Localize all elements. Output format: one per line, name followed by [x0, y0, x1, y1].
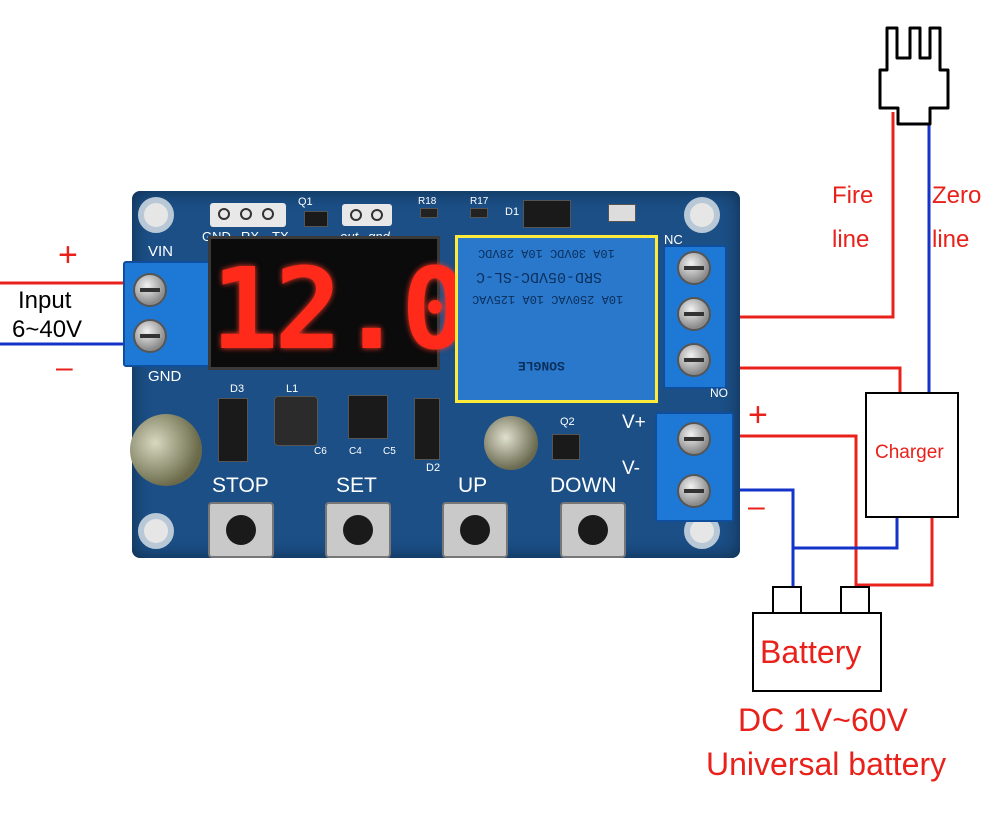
mounting-hole	[138, 197, 174, 233]
charger-label: Charger	[875, 442, 944, 463]
d2-diode	[414, 398, 440, 460]
fire-line-label-1: Fire	[832, 182, 874, 209]
charger-box: Charger	[865, 392, 959, 518]
serial-header	[210, 203, 286, 227]
vin-label: VIN	[148, 243, 174, 260]
screw-icon	[677, 297, 711, 331]
q1-transistor	[304, 211, 328, 227]
set-label: SET	[336, 474, 377, 497]
input-terminal-block	[123, 261, 213, 367]
mains-plug-icon	[878, 26, 950, 126]
ic-chip	[348, 395, 388, 439]
c4-label: C4	[349, 446, 362, 457]
capacitor	[130, 414, 202, 486]
relay-to-charger-wire	[700, 366, 902, 393]
zero-line-label-1: Zero	[932, 182, 982, 209]
screw-icon	[677, 343, 711, 377]
input-label: Input	[18, 287, 72, 314]
input-plus-sign: +	[58, 236, 78, 274]
vminus-label: V-	[622, 458, 640, 479]
led	[608, 204, 636, 222]
stop-label: STOP	[212, 474, 269, 497]
no-label: NO	[710, 386, 728, 400]
screw-icon	[677, 474, 711, 508]
battery-terminal-plus	[840, 586, 870, 614]
d3-label: D3	[230, 383, 245, 395]
set-button[interactable]	[325, 502, 391, 558]
fire-line-label-2: line	[832, 226, 870, 253]
relay-rating-2: 10A 30VDC 10A 28VDC	[478, 246, 615, 260]
stop-button[interactable]	[208, 502, 274, 558]
r17-label: R17	[470, 196, 489, 207]
gnd-label: GND	[148, 368, 182, 385]
charger-plus-wire	[856, 518, 934, 587]
zero-line-label-2: line	[932, 226, 970, 253]
output-header	[342, 204, 392, 226]
led-display: 12.0	[208, 236, 469, 375]
output-plus-sign: +	[748, 396, 768, 434]
q2-transistor	[552, 434, 580, 460]
d3-diode	[218, 398, 248, 462]
screw-icon	[677, 422, 711, 456]
q1-label: Q1	[298, 196, 313, 208]
output-terminal-block	[655, 412, 734, 522]
buzzer	[484, 416, 538, 470]
down-label: DOWN	[550, 474, 617, 497]
mounting-hole	[138, 513, 174, 549]
vminus-wire	[735, 488, 795, 587]
q2-label: Q2	[560, 416, 575, 428]
screw-icon	[677, 251, 711, 285]
charger-minus-wire	[793, 518, 899, 550]
output-minus-sign: –	[748, 490, 765, 523]
relay-module: SRD-05VDC-SL-C 10A 250VAC 10A 125VAC 10A…	[455, 235, 658, 403]
r17-resistor	[470, 208, 488, 218]
mounting-hole	[684, 197, 720, 233]
relay-model: SRD-05VDC-SL-C	[476, 268, 603, 285]
relay-terminal-block	[663, 245, 727, 389]
l1-inductor	[274, 396, 318, 446]
up-button[interactable]	[442, 502, 508, 558]
battery-label: Battery	[760, 634, 862, 670]
r18-resistor	[420, 208, 438, 218]
input-range: 6~40V	[12, 316, 83, 343]
battery-terminal-minus	[772, 586, 802, 614]
display-value: 12.0	[211, 245, 469, 375]
up-label: UP	[458, 474, 488, 497]
nc-label: NC	[664, 232, 683, 247]
relay-rating-1: 10A 250VAC 10A 125VAC	[472, 292, 624, 306]
vplus-wire	[735, 434, 858, 587]
screw-icon	[133, 273, 167, 307]
r18-label: R18	[418, 196, 437, 207]
l1-label: L1	[286, 383, 299, 395]
battery-caption-1: DC 1V~60V	[738, 702, 908, 738]
d2-label: D2	[426, 462, 441, 474]
vplus-label: V+	[622, 412, 646, 433]
input-minus-sign: –	[56, 351, 73, 384]
c5-label: C5	[383, 446, 396, 457]
battery-caption-2: Universal battery	[706, 746, 947, 782]
c6-label: C6	[314, 446, 327, 457]
screw-icon	[133, 319, 167, 353]
d1-label: D1	[505, 206, 520, 218]
battery-box: Battery	[752, 612, 882, 692]
relay-brand: SONGLE	[518, 358, 565, 373]
down-button[interactable]	[560, 502, 626, 558]
d1-diode	[523, 200, 571, 228]
